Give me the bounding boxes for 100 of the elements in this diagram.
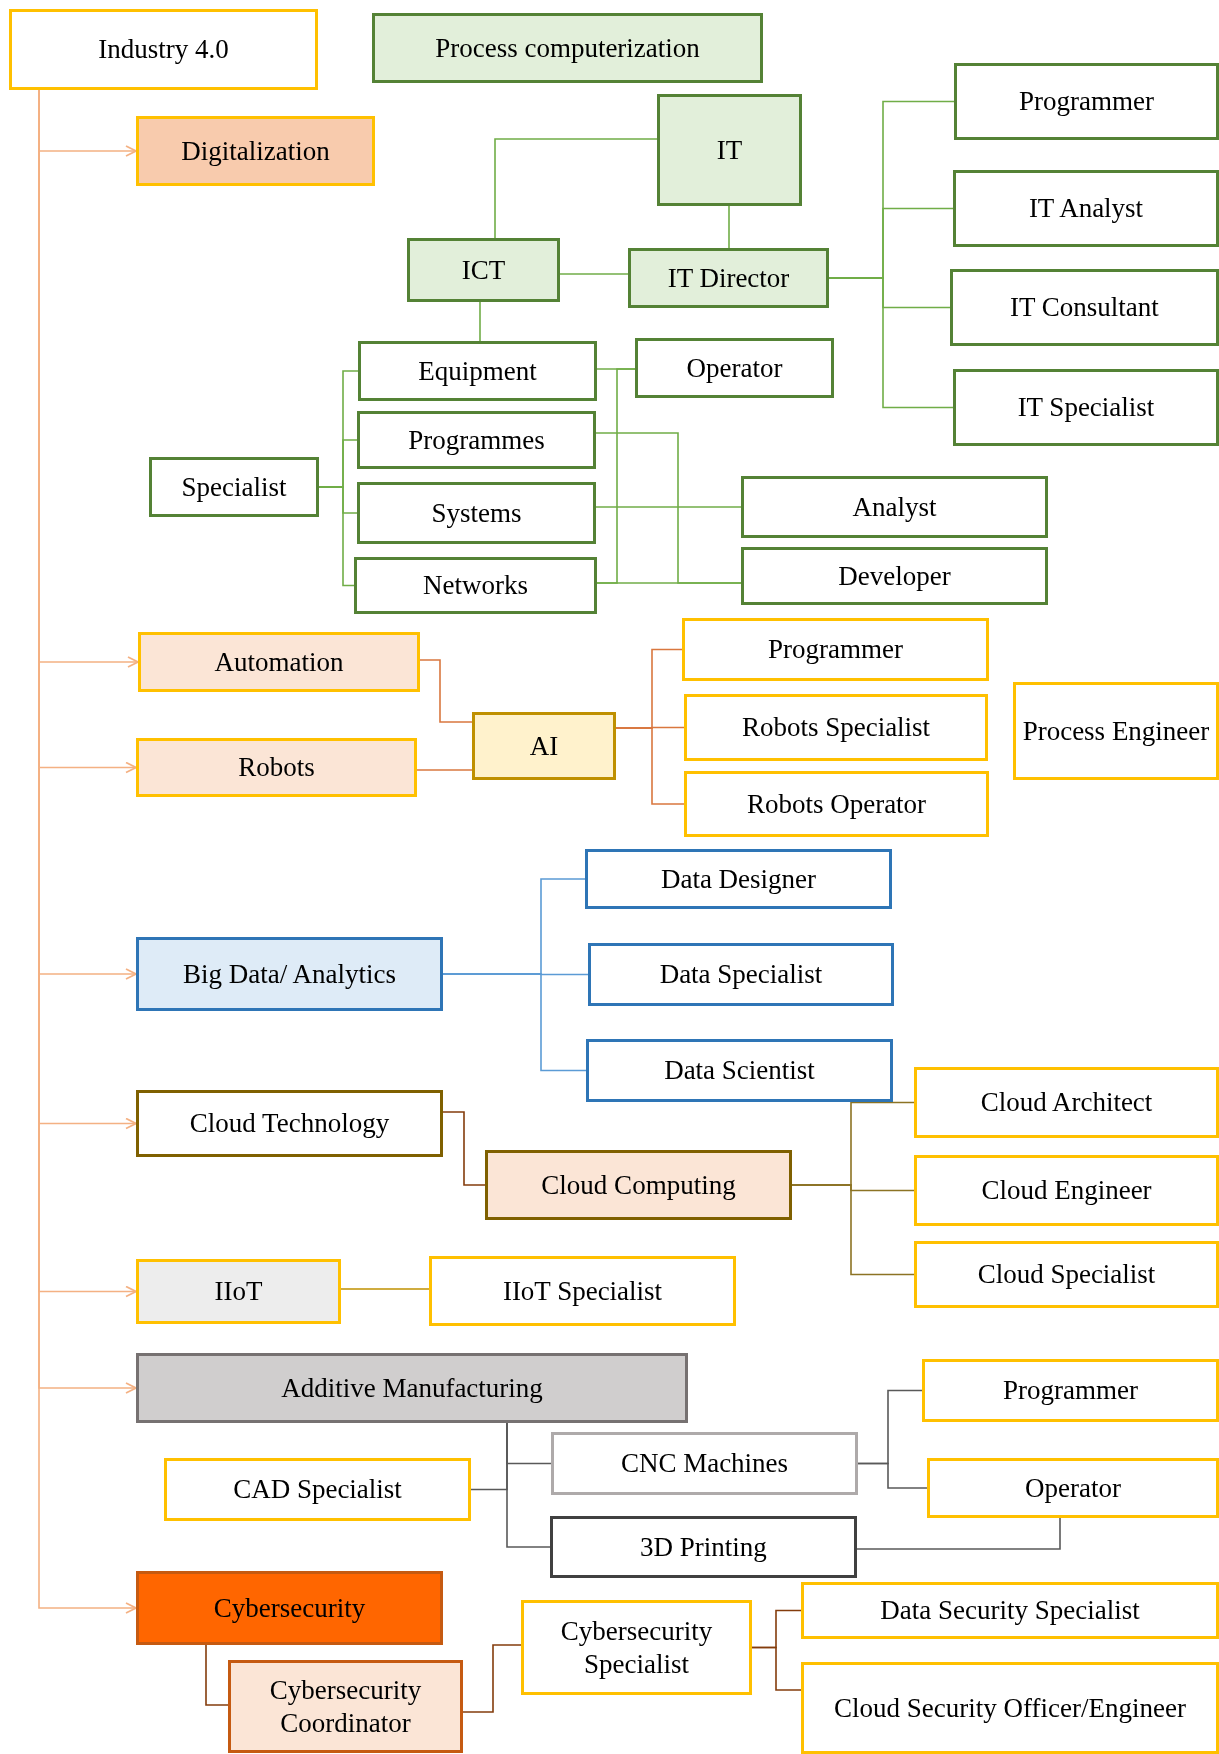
node-box xyxy=(9,9,318,90)
node-box xyxy=(136,1353,688,1423)
node-label: CNC Machines xyxy=(620,1447,789,1480)
node-box xyxy=(228,1660,463,1753)
connector-line xyxy=(340,1288,430,1290)
node-label: Cloud Security Officer/Engineer xyxy=(834,1691,1186,1725)
node-label: Data Designer xyxy=(660,862,817,896)
node-box xyxy=(136,1090,443,1157)
node-label: Process Engineer xyxy=(1022,714,1210,748)
node-box xyxy=(1013,682,1219,780)
connector-line xyxy=(595,506,742,508)
node-label: Cloud Architect xyxy=(980,1086,1153,1119)
node-label: Cybersecurity Coordinator xyxy=(268,1674,423,1739)
node-box xyxy=(407,238,560,302)
node-box xyxy=(954,63,1219,140)
node-label: IT Specialist xyxy=(1017,391,1155,424)
node-box xyxy=(149,457,319,517)
node-label: Process computerization xyxy=(435,31,700,65)
node-label: Programmer xyxy=(1019,85,1154,118)
node-box xyxy=(136,937,443,1011)
node-box xyxy=(164,1458,471,1521)
node-label: IT Analyst xyxy=(1028,192,1144,225)
node-label: Systems xyxy=(431,496,522,530)
node-label: Automation xyxy=(214,645,344,679)
node-label: IT Director xyxy=(667,261,790,295)
node-label: Big Data/ Analytics xyxy=(183,957,396,991)
node-label: Cloud Engineer xyxy=(981,1174,1152,1207)
connector-line xyxy=(791,1184,915,1276)
node-box xyxy=(358,341,597,401)
node-box xyxy=(682,618,989,681)
connector-line xyxy=(857,1462,928,1489)
connector-line xyxy=(494,138,658,239)
node-box xyxy=(136,738,417,797)
node-label: 3D Printing xyxy=(640,1530,767,1564)
connector-line xyxy=(596,582,742,584)
node-box xyxy=(741,547,1048,605)
node-label: Operator xyxy=(1025,1471,1121,1505)
node-label: Cloud Specialist xyxy=(977,1258,1156,1291)
node-label: IT xyxy=(716,133,743,167)
node-box xyxy=(914,1241,1219,1308)
connector-line xyxy=(462,1644,522,1713)
node-box xyxy=(801,1582,1219,1639)
connector-line xyxy=(559,273,629,275)
node-label: AI xyxy=(529,729,559,763)
node-label: Cybersecurity Specialist xyxy=(559,1615,714,1680)
node-label: Cloud Technology xyxy=(189,1107,390,1140)
connector-line xyxy=(828,277,954,409)
node-label: IT Consultant xyxy=(1010,291,1159,324)
node-box xyxy=(588,943,894,1006)
node-label: Developer xyxy=(838,559,951,593)
node-box xyxy=(801,1662,1219,1754)
node-box xyxy=(551,1432,858,1495)
node-label: Specialist xyxy=(181,470,287,504)
node-label: Industry 4.0 xyxy=(98,33,229,66)
node-label: Equipment xyxy=(418,354,537,388)
node-box xyxy=(635,338,834,398)
node-label: Cloud Computing xyxy=(541,1168,736,1202)
node-box xyxy=(429,1256,736,1326)
node-box xyxy=(357,482,596,544)
node-label: Robots Specialist xyxy=(741,711,931,744)
node-box xyxy=(485,1150,792,1220)
node-label: Digitalization xyxy=(181,134,330,168)
node-box xyxy=(521,1600,752,1695)
connector-line xyxy=(442,1111,486,1186)
connector-line xyxy=(419,659,473,723)
node-box xyxy=(136,1571,443,1645)
node-box xyxy=(138,632,420,692)
connector-line xyxy=(506,1422,551,1548)
node-box xyxy=(684,694,988,761)
node-box xyxy=(953,369,1219,446)
node-label: Programmer xyxy=(768,633,903,666)
node-box xyxy=(372,13,763,83)
connector-line xyxy=(615,727,685,805)
node-label: Data Specialist xyxy=(659,958,823,991)
node-label: IIoT Specialist xyxy=(502,1274,663,1308)
node-box xyxy=(657,94,802,206)
node-box xyxy=(585,849,892,909)
node-box xyxy=(927,1458,1219,1518)
node-label: Robots Operator xyxy=(746,787,927,821)
connector-line xyxy=(479,301,481,342)
node-box xyxy=(628,248,829,308)
connector-line xyxy=(728,205,730,249)
node-box xyxy=(914,1155,1219,1226)
node-box xyxy=(472,712,616,780)
connector-line xyxy=(856,1517,1061,1550)
connector-line xyxy=(205,1644,229,1706)
node-box xyxy=(136,116,375,186)
node-label: Cybersecurity xyxy=(213,1591,366,1625)
node-box xyxy=(922,1359,1219,1422)
node-box xyxy=(741,476,1048,538)
connector-line xyxy=(318,486,355,587)
node-box xyxy=(953,170,1219,247)
node-label: Programmer xyxy=(1003,1374,1138,1407)
node-box xyxy=(586,1039,893,1102)
node-box xyxy=(354,557,597,614)
connector-line xyxy=(442,973,587,1072)
node-label: Networks xyxy=(423,569,528,602)
node-box xyxy=(684,771,989,837)
node-label: Additive Manufacturing xyxy=(281,1371,543,1405)
connector-line xyxy=(751,1646,802,1691)
